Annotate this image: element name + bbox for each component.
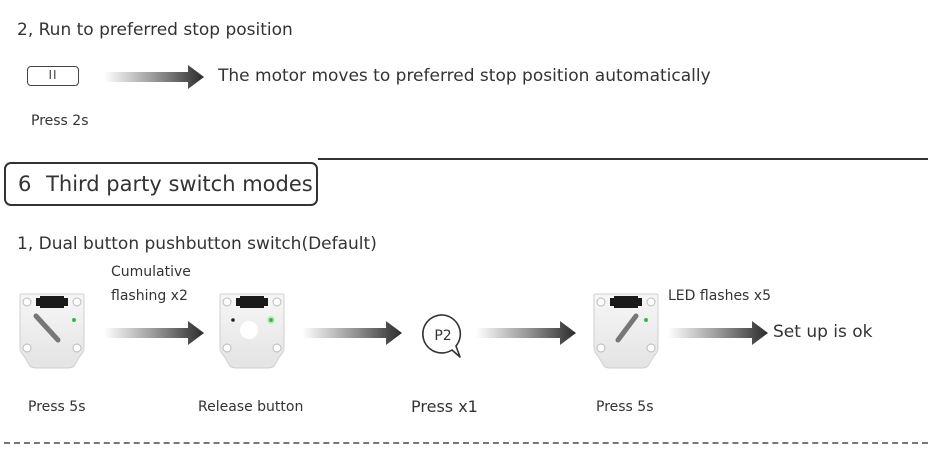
step-2-title: 2, Run to preferred stop position	[17, 20, 293, 40]
switch-device-icon	[19, 293, 85, 369]
section-title: Third party switch modes	[46, 172, 313, 196]
arrow-right-icon	[476, 321, 576, 345]
pause-button: II	[27, 66, 79, 86]
release-button-label: Release button	[198, 399, 304, 415]
dashed-divider	[4, 442, 928, 444]
p2-button-icon: P2	[422, 314, 462, 358]
setup-ok-label: Set up is ok	[773, 322, 873, 342]
section-heading: 6 Third party switch modes	[4, 162, 318, 206]
step-2-description: The motor moves to preferred stop positi…	[218, 66, 711, 86]
arrow-right-icon	[104, 65, 204, 89]
arrow-4-label: LED flashes x5	[668, 288, 771, 304]
arrow-right-icon	[302, 321, 402, 345]
press-x1-label: Press x1	[411, 397, 478, 416]
section-divider	[318, 158, 928, 160]
press-5s-label-2: Press 5s	[596, 399, 654, 415]
arrow-right-icon	[668, 321, 768, 345]
arrow-right-icon	[104, 321, 204, 345]
arrow-1-label-line1: Cumulative	[111, 264, 191, 280]
arrow-1-label-line2: flashing x2	[111, 288, 188, 304]
switch-device-icon	[219, 293, 285, 369]
section-number: 6	[18, 172, 32, 196]
switch-device-icon	[593, 293, 659, 369]
p2-label: P2	[434, 328, 451, 344]
step-1-title: 1, Dual button pushbutton switch(Default…	[17, 234, 377, 254]
press-2s-label: Press 2s	[31, 113, 89, 129]
press-5s-label-1: Press 5s	[28, 399, 86, 415]
